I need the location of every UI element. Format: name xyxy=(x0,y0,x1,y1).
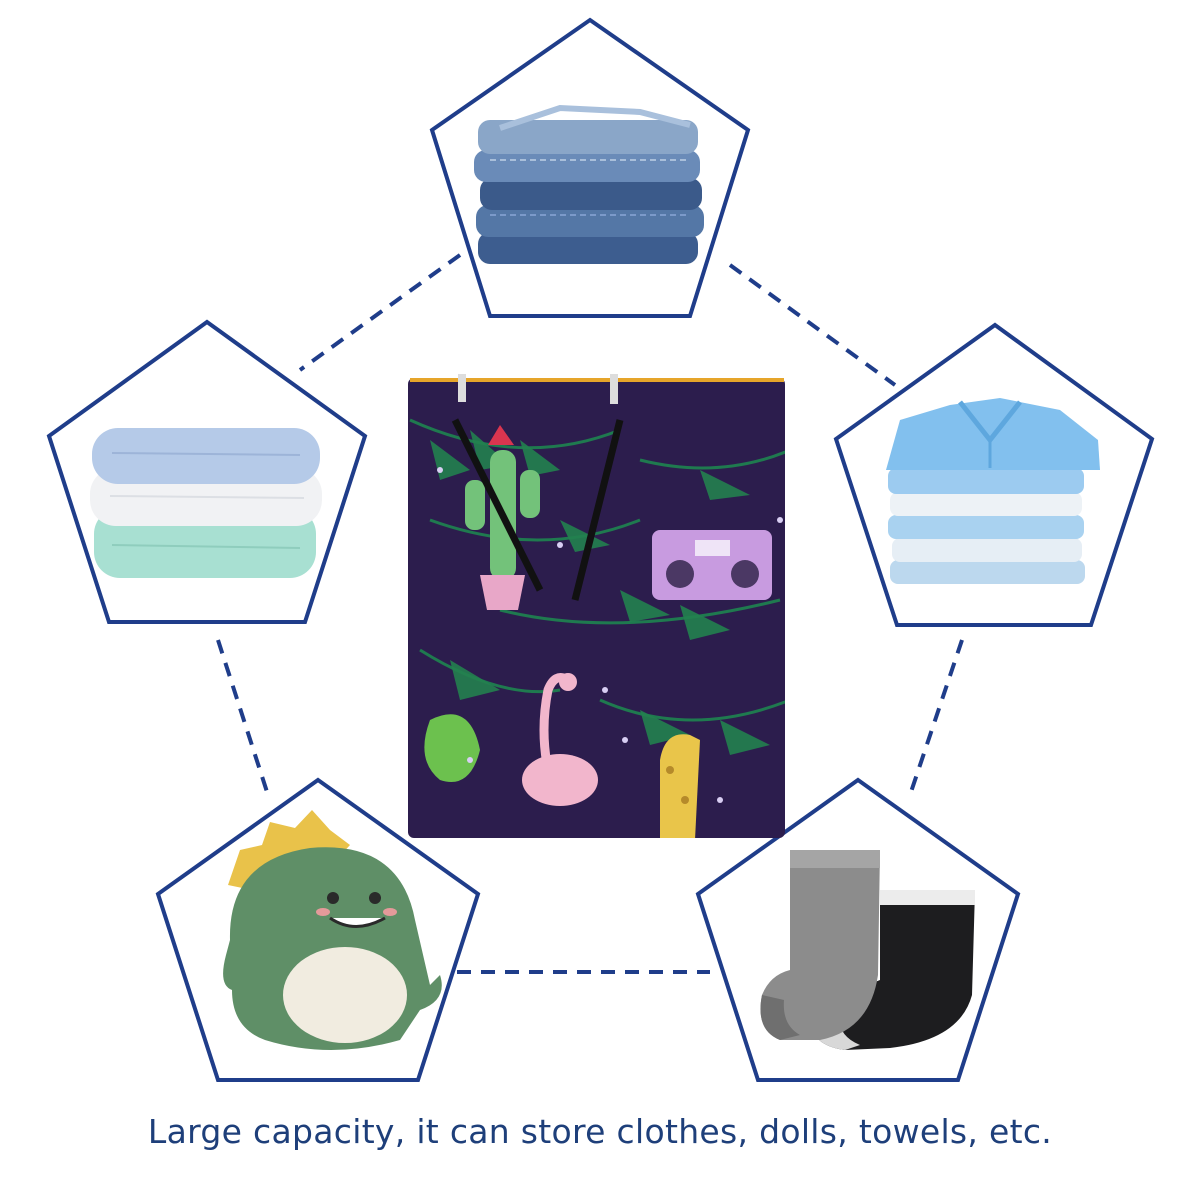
pentagon-jeans xyxy=(429,17,751,318)
towel-stack-icon xyxy=(90,428,322,578)
basket-handle-right xyxy=(571,419,624,601)
pentagon-plush xyxy=(155,777,481,1082)
jeans-stack-icon xyxy=(474,104,704,264)
pentagon-shirts xyxy=(833,322,1155,627)
connector-left xyxy=(216,639,270,796)
basket-handle-left xyxy=(451,418,544,592)
connector-top-left xyxy=(298,253,462,372)
caption-text: Large capacity, it can store clothes, do… xyxy=(147,1112,1053,1151)
dinosaur-plush-icon xyxy=(223,810,442,1050)
pentagon-towels xyxy=(46,319,368,624)
laundry-basket xyxy=(408,374,785,838)
socks-icon xyxy=(760,850,975,1050)
shirt-stack-icon xyxy=(886,398,1100,584)
dashed-connectors xyxy=(216,253,964,974)
connector-top-right xyxy=(728,263,897,387)
connector-right xyxy=(908,639,964,796)
basket-pattern xyxy=(409,418,785,838)
pentagon-socks xyxy=(695,777,1021,1082)
